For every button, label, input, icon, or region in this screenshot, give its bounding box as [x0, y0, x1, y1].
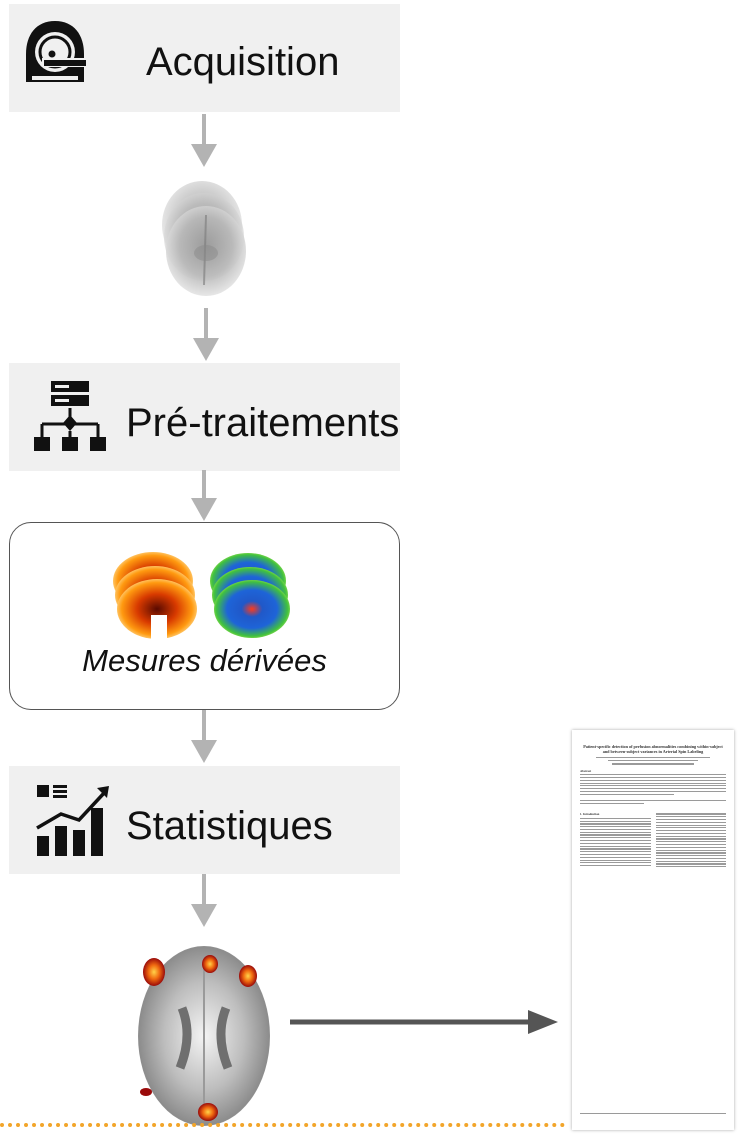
- paper-text-line: [655, 852, 726, 854]
- step-statistics: Statistiques: [9, 766, 400, 874]
- paper-text-line: [655, 857, 726, 860]
- paper-text-line: [655, 835, 726, 837]
- paper-text-line: [655, 841, 726, 843]
- paper-text-line: [655, 849, 726, 851]
- dotted-separator: [0, 1123, 565, 1127]
- arrow-to-paper: [290, 1010, 558, 1034]
- paper-text-line: [580, 856, 651, 858]
- paper-abstract-heading: Abstract: [580, 768, 592, 773]
- paper-text-line: [655, 866, 726, 868]
- paper-text-line: [580, 840, 651, 842]
- paper-text-line: [580, 859, 651, 861]
- paper-text-line: [580, 774, 726, 776]
- parametric-map-image: [210, 553, 290, 638]
- paper-text-line: [655, 824, 726, 826]
- paper-text-line: [580, 779, 726, 781]
- paper-text-line: [580, 776, 726, 779]
- paper-introduction-heading: 1. Introduction: [580, 811, 600, 816]
- paper-text-line: [580, 831, 651, 833]
- paper-text-line: [580, 793, 674, 795]
- paper-text-line: [655, 821, 726, 823]
- paper-text-line: [580, 790, 726, 793]
- paper-text-line: [655, 816, 726, 818]
- paper-text-line: [580, 826, 651, 828]
- paper-column-left: 1. Introduction: [580, 812, 651, 869]
- paper-text-line: [580, 799, 726, 801]
- paper-text-line: [580, 788, 726, 790]
- paper-text-line: [580, 837, 651, 839]
- step-preprocessing: Pré-traitements: [9, 363, 400, 471]
- paper-text-line: [655, 855, 726, 857]
- paper-text-line: [655, 827, 726, 829]
- arrow-down-3: [191, 470, 217, 521]
- paper-text-line: [580, 842, 651, 844]
- step-label-acquisition: Acquisition: [146, 40, 340, 84]
- paper-title: Patient-specific detection of perfusion …: [583, 744, 723, 754]
- paper-text-line: [580, 823, 651, 825]
- derived-measures-label: Mesures dérivées: [82, 643, 327, 678]
- derived-measures-box: Mesures dérivées: [9, 522, 400, 710]
- step-label-statistics: Statistiques: [126, 804, 333, 848]
- paper-text-line: [580, 848, 651, 850]
- paper-text-line: [655, 838, 726, 840]
- paper-columns: 1. Introduction: [580, 812, 726, 869]
- paper-footer-rule: [580, 1113, 726, 1115]
- paper-text-line: [580, 851, 651, 853]
- paper-text-line: [655, 846, 726, 848]
- arrow-down-2: [193, 308, 219, 361]
- paper-affiliation-line: [608, 760, 698, 762]
- arrow-down-5: [191, 874, 217, 927]
- paper-text-line: [580, 820, 651, 822]
- statistical-result-brain-image: [138, 946, 270, 1126]
- paper-text-line: [580, 802, 644, 804]
- paper-text-line: [580, 862, 651, 864]
- paper-thumbnail: Patient-specific detection of perfusion …: [572, 730, 734, 1130]
- paper-text-line: [655, 832, 726, 835]
- arrow-down-4: [191, 710, 217, 763]
- paper-text-line: [580, 853, 651, 856]
- paper-text-line: [655, 860, 726, 862]
- paper-text-line: [580, 828, 651, 831]
- raw-brain-volume-image: [162, 181, 246, 296]
- paper-text-line: [580, 785, 726, 787]
- paper-text-line: [655, 813, 726, 815]
- paper-text-line: [655, 830, 726, 832]
- paper-authors-line: [596, 757, 710, 759]
- perfusion-map-image: [113, 552, 197, 641]
- paper-text-line: [655, 863, 726, 865]
- bar-chart-icon: [35, 780, 113, 865]
- arrow-down-1: [191, 114, 217, 167]
- mri-scanner-icon: [22, 18, 88, 95]
- paper-affiliation-line: [612, 763, 694, 765]
- paper-text-line: [655, 843, 726, 846]
- step-label-preprocessing: Pré-traitements: [126, 401, 400, 445]
- step-acquisition: Acquisition: [9, 4, 400, 112]
- paper-text-line: [580, 834, 651, 836]
- paper-text-line: [580, 782, 726, 784]
- paper-text-line: [655, 818, 726, 821]
- paper-text-line: [580, 817, 651, 819]
- paper-column-right: [655, 812, 726, 869]
- paper-text-line: [580, 845, 651, 847]
- pipeline-icon: [33, 379, 109, 460]
- paper-text-line: [580, 865, 651, 867]
